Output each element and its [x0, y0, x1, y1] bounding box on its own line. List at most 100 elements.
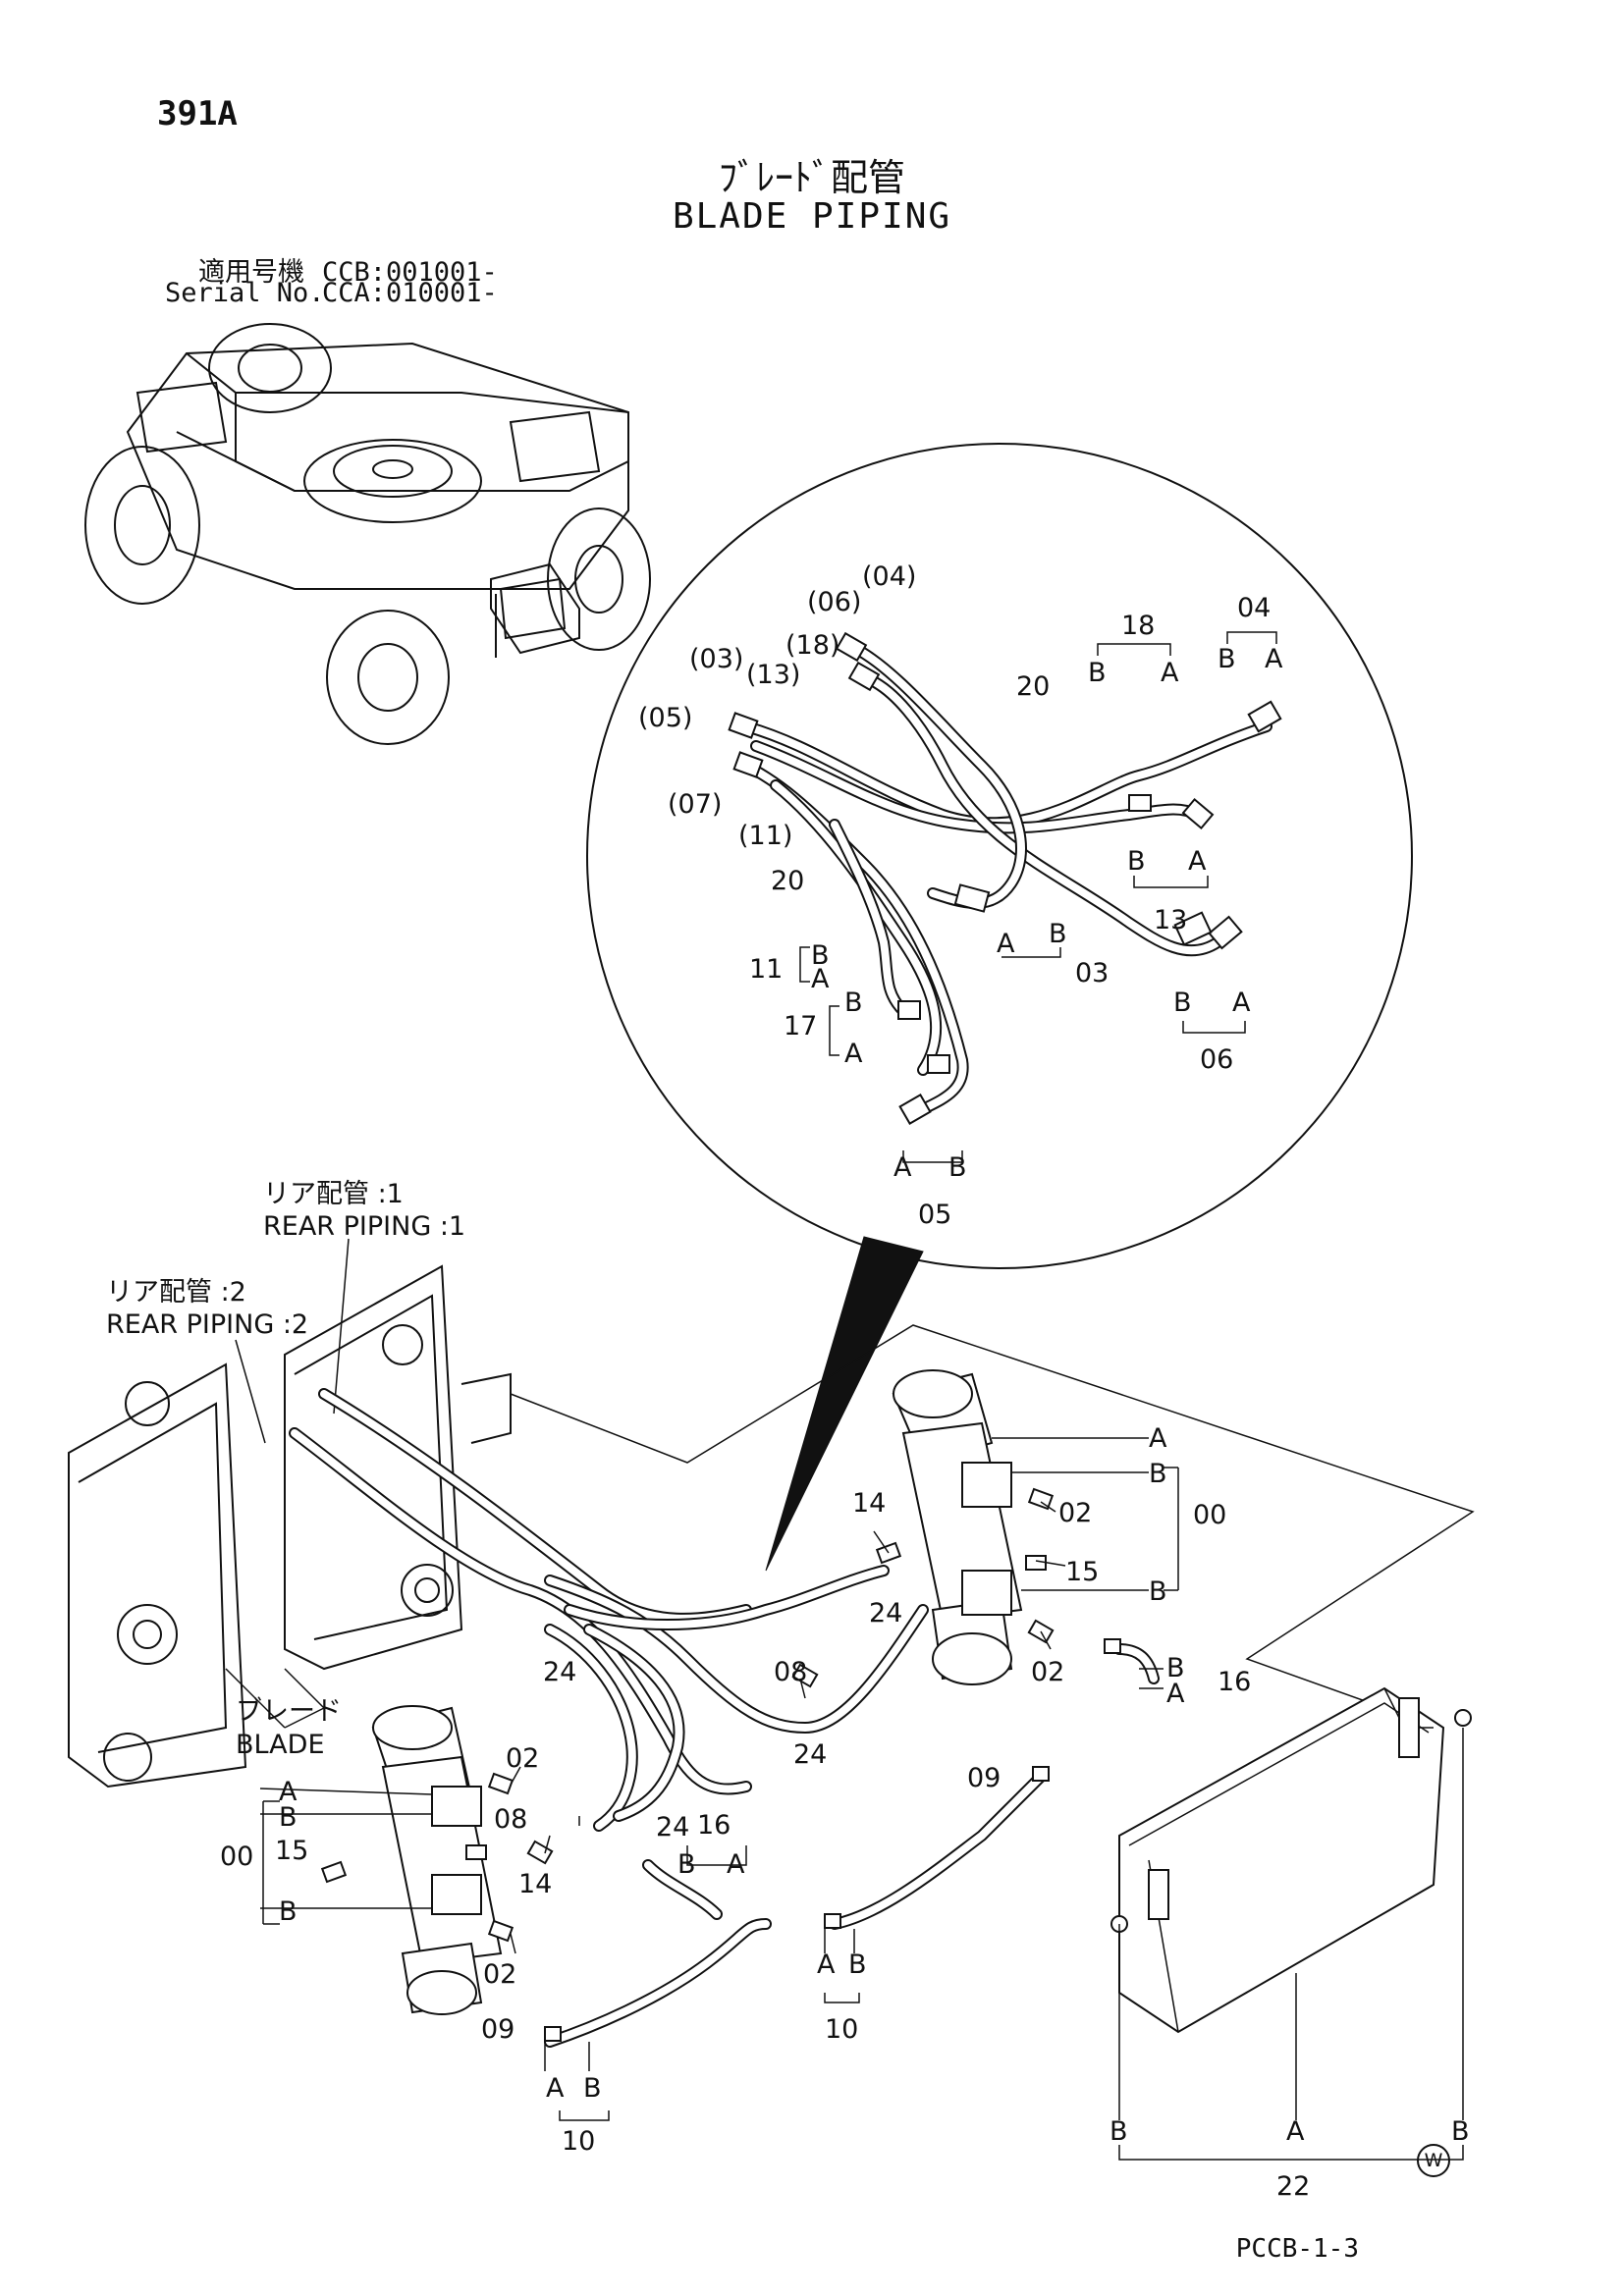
label-03: 03 [1075, 958, 1109, 988]
label-A: A [279, 1777, 298, 1807]
label-A: A [893, 1152, 912, 1183]
label-paren-04: (04) [862, 561, 916, 592]
label-A: A [546, 2073, 565, 2104]
label-B: B [844, 988, 863, 1018]
label-14-right: 14 [852, 1488, 886, 1519]
label-paren-03: (03) [689, 644, 743, 674]
vehicle-overview-illustration [84, 323, 651, 745]
label-A: A [727, 1849, 745, 1880]
label-A: A [817, 1949, 836, 1980]
detail-magnifier [586, 443, 1413, 1572]
label-20-top: 20 [1016, 671, 1050, 702]
rear-piping-1-jp: リア配管 :1 [263, 1179, 404, 1209]
label-20-left: 20 [771, 866, 804, 896]
label-B: B [279, 1802, 298, 1833]
label-B: B [677, 1849, 696, 1880]
left-blade-cylinder [262, 1705, 503, 2015]
label-A: A [1265, 644, 1283, 674]
label-06: 06 [1200, 1044, 1233, 1075]
label-paren-18: (18) [785, 630, 839, 661]
label-08-left: 08 [494, 1804, 527, 1835]
rear-piping-2-jp: リア配管 :2 [106, 1277, 246, 1308]
rear-piping-1-en: REAR PIPING :1 [263, 1211, 465, 1242]
label-B: B [1088, 658, 1107, 688]
main-fittings [320, 1487, 1121, 2042]
label-A: A [1232, 988, 1251, 1018]
label-16-mid: 16 [697, 1810, 731, 1841]
serial-row-number: Serial No.CCA:010001- [165, 278, 498, 308]
label-B: B [1218, 644, 1236, 674]
label-B: B [948, 1152, 967, 1183]
label-B: B [1451, 2116, 1470, 2147]
label-22: 22 [1276, 2171, 1310, 2202]
label-24-lower: 24 [793, 1739, 827, 1770]
label-24-mid: 24 [656, 1812, 689, 1842]
page-number: 391A [157, 94, 238, 133]
label-B: B [848, 1949, 867, 1980]
right-blade-cylinder [892, 1369, 1179, 1685]
label-11: 11 [749, 954, 783, 985]
label-B: B [1127, 846, 1146, 877]
label-paren-11: (11) [738, 821, 792, 851]
label-A: A [1161, 658, 1179, 688]
label-B: B [1049, 919, 1067, 949]
main-hose-runs [289, 1388, 1160, 2048]
blade-label-jp: ブレード [236, 1696, 342, 1727]
label-16-right: 16 [1218, 1667, 1251, 1697]
watermark-w-mark: W [1417, 2144, 1450, 2177]
label-B: B [583, 2073, 602, 2104]
serial-row-applicable: 適用号機 CCB:001001- [165, 250, 498, 289]
rear-piping-2-en: REAR PIPING :2 [106, 1309, 308, 1340]
blade-label-en: BLADE [236, 1730, 325, 1760]
serial-label-en: Serial No. [165, 278, 325, 308]
label-09-mid: 09 [967, 1763, 1001, 1793]
label-02-upper-right: 02 [1058, 1498, 1092, 1528]
label-A: A [1149, 1423, 1167, 1454]
label-paren-07: (07) [668, 789, 722, 820]
label-15-right: 15 [1065, 1557, 1099, 1587]
label-05: 05 [918, 1200, 951, 1230]
label-24-right: 24 [869, 1598, 902, 1629]
label-10-left: 10 [562, 2126, 595, 2157]
label-paren-05: (05) [638, 703, 692, 733]
label-B: B [1173, 988, 1192, 1018]
label-14-left: 14 [518, 1869, 552, 1899]
label-A: A [997, 929, 1015, 959]
label-B: B [1149, 1459, 1167, 1489]
serial-label-jp: 適用号機 [198, 257, 304, 288]
label-00-right: 00 [1193, 1500, 1226, 1530]
label-paren-06: (06) [807, 587, 861, 617]
label-24-upper-left: 24 [543, 1657, 576, 1687]
label-B: B [811, 940, 830, 971]
page-code: PCCB-1-3 [1235, 2234, 1359, 2264]
label-00-left: 00 [220, 1842, 253, 1872]
serial-value-ccb: CCB:001001- [322, 257, 498, 288]
label-17: 17 [784, 1011, 817, 1041]
label-B: B [1110, 2116, 1128, 2147]
label-09-left: 09 [481, 2014, 514, 2045]
label-A: A [844, 1039, 863, 1069]
label-08-mid: 08 [774, 1657, 807, 1687]
label-paren-13: (13) [746, 660, 800, 690]
label-13: 13 [1154, 905, 1187, 935]
label-A: A [1166, 1679, 1185, 1709]
label-18: 18 [1121, 611, 1155, 641]
label-10-mid: 10 [825, 2014, 858, 2045]
label-02-upper-left: 02 [506, 1743, 539, 1774]
detail-hose-assembly [728, 631, 1282, 1163]
rear-frame-illustration [68, 1264, 1475, 1789]
label-A: A [1188, 846, 1207, 877]
blade-shield-cover [1110, 1686, 1472, 2161]
label-A: A [811, 964, 830, 994]
title-japanese: ﾌﾞﾚｰﾄﾞ配管 [718, 156, 905, 199]
label-B: B [279, 1896, 298, 1927]
label-04: 04 [1237, 593, 1271, 623]
label-02-lower-right: 02 [1031, 1657, 1064, 1687]
label-A: A [1286, 2116, 1305, 2147]
label-15-left: 15 [275, 1836, 308, 1866]
label-B: B [1166, 1653, 1185, 1683]
label-B: B [1149, 1576, 1167, 1607]
serial-value-cca: CCA:010001- [322, 278, 498, 308]
